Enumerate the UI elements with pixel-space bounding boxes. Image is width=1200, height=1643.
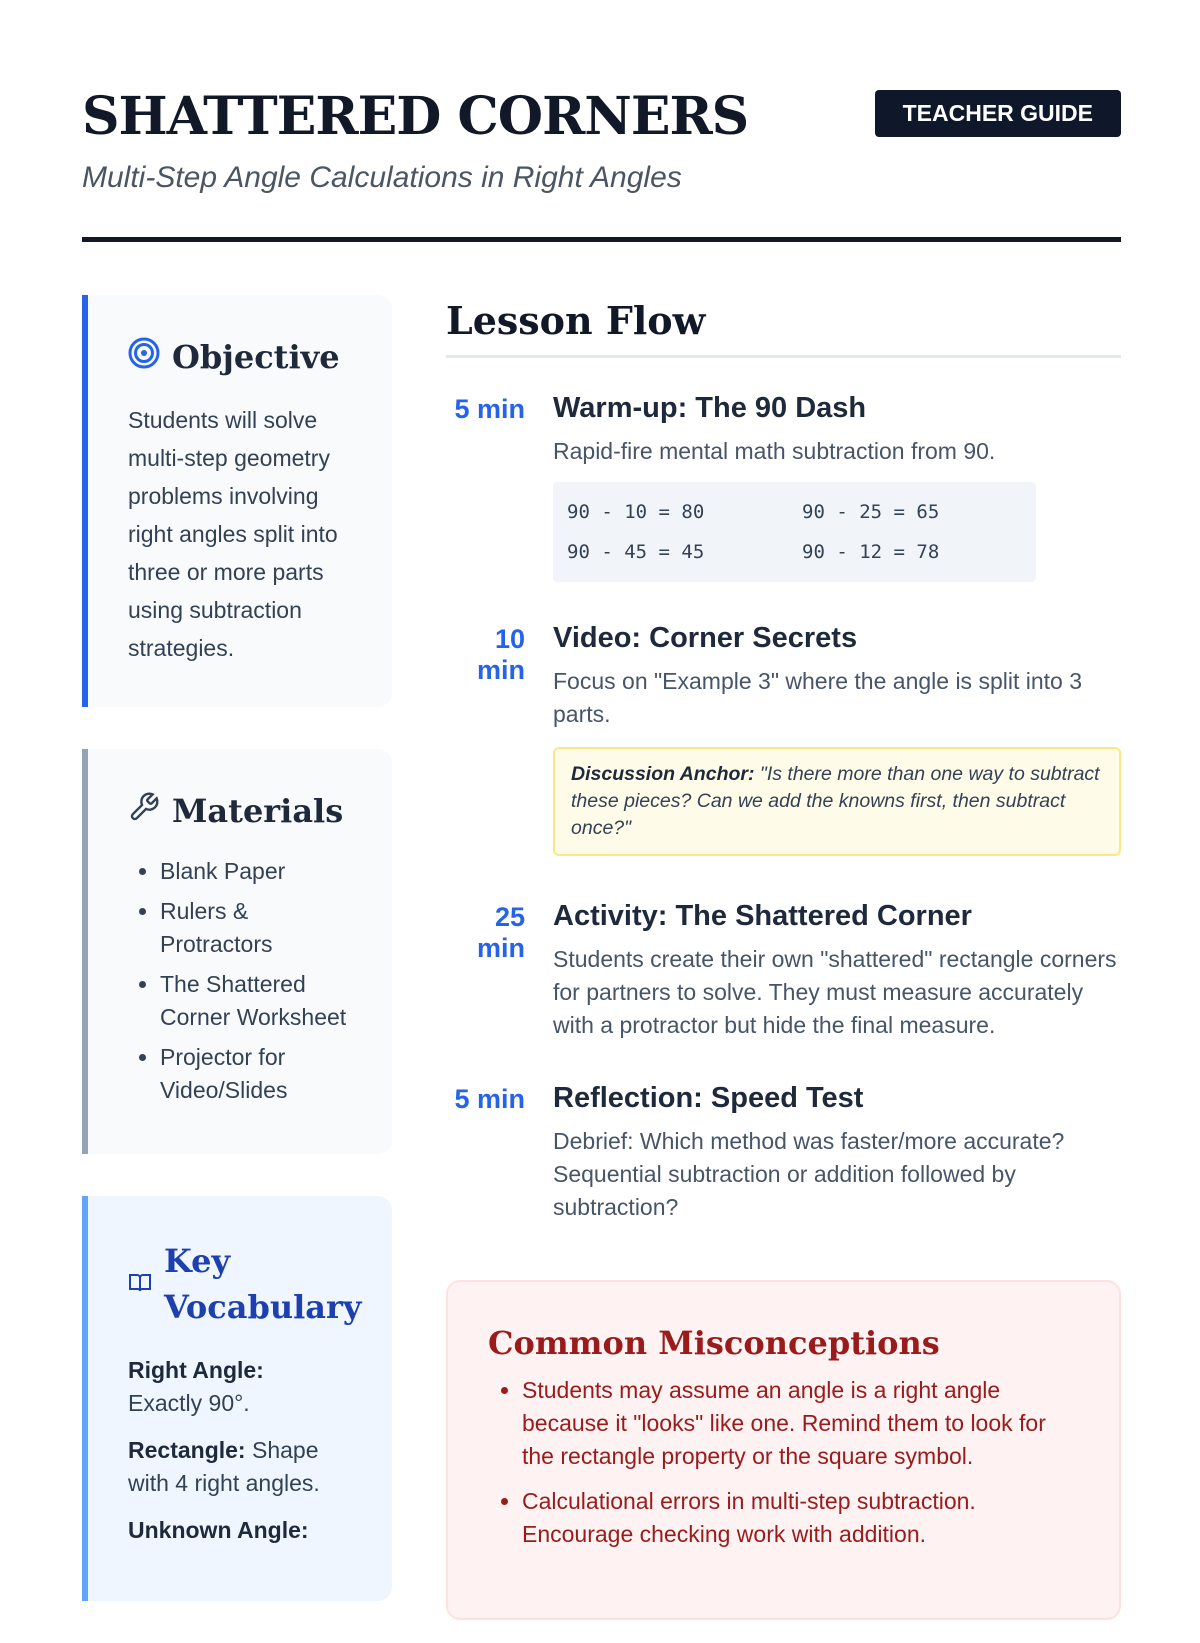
materials-title: Materials: [172, 792, 344, 830]
material-item: The Shattered Corner Worksheet: [160, 968, 362, 1034]
teacher-guide-badge: TEACHER GUIDE: [874, 90, 1121, 137]
step-time: 5 min: [454, 394, 525, 424]
step-time: 5 min: [454, 1084, 525, 1114]
sidebar: Objective Students will solve multi-step…: [82, 295, 392, 1643]
vocab-term: Unknown Angle:: [128, 1517, 309, 1543]
equation: 90 - 45 = 45: [567, 541, 705, 563]
objective-title: Objective: [172, 338, 340, 376]
equation: 90 - 10 = 80: [567, 501, 705, 523]
step-description: Students create their own "shattered" re…: [553, 946, 1117, 1038]
objective-card: Objective Students will solve multi-step…: [82, 295, 392, 707]
vocab-term: Rectangle: Shape with 4 right angles.: [128, 1437, 320, 1496]
main-content: Lesson Flow 5 min Warm-up: The 90 Dash R…: [446, 298, 1121, 1620]
wrench-icon: [128, 791, 160, 831]
step-title: Activity: The Shattered Corner: [553, 900, 972, 932]
step-title: Reflection: Speed Test: [553, 1082, 864, 1114]
vocabulary-card: Key Vocabulary Right Angle:Exactly 90°. …: [82, 1196, 392, 1601]
misconceptions-title: Common Misconceptions: [488, 1324, 940, 1362]
equations-box: 90 - 10 = 80 90 - 25 = 65 90 - 45 = 45 9…: [553, 482, 1036, 582]
lesson-step: 25 min Activity: The Shattered Corner St…: [446, 900, 1121, 1042]
step-description: Debrief: Which method was faster/more ac…: [553, 1128, 1065, 1220]
discussion-anchor: Discussion Anchor: "Is there more than o…: [553, 747, 1121, 856]
step-title: Warm-up: The 90 Dash: [553, 392, 867, 424]
objective-text: Students will solve multi-step geometry …: [128, 407, 338, 661]
misconception-item: Calculational errors in multi-step subtr…: [522, 1485, 1079, 1551]
lesson-step: 5 min Warm-up: The 90 Dash Rapid-fire me…: [446, 392, 1121, 582]
material-item: Rulers & Protractors: [160, 895, 362, 961]
lesson-step: 5 min Reflection: Speed Test Debrief: Wh…: [446, 1082, 1121, 1224]
vocab-term: Right Angle:Exactly 90°.: [128, 1357, 264, 1416]
page-subtitle: Multi-Step Angle Calculations in Right A…: [82, 161, 682, 194]
equation: 90 - 12 = 78: [802, 541, 940, 563]
page-title: SHATTERED CORNERS: [82, 86, 749, 147]
equation: 90 - 25 = 65: [802, 501, 940, 523]
misconception-item: Students may assume an angle is a right …: [522, 1374, 1079, 1473]
book-icon: [128, 1261, 152, 1307]
misconceptions-card: Common Misconceptions Students may assum…: [446, 1280, 1121, 1620]
materials-card: Materials Blank Paper Rulers & Protracto…: [82, 749, 392, 1154]
step-description: Rapid-fire mental math subtraction from …: [553, 438, 996, 464]
step-time: 10 min: [476, 624, 525, 685]
material-item: Blank Paper: [160, 855, 362, 888]
step-title: Video: Corner Secrets: [553, 622, 858, 654]
lesson-flow-title: Lesson Flow: [446, 298, 1121, 358]
target-icon: [128, 337, 160, 377]
page-header: SHATTERED CORNERS Multi-Step Angle Calcu…: [82, 82, 1121, 242]
material-item: Projector for Video/Slides: [160, 1041, 362, 1107]
step-time: 25 min: [476, 902, 525, 963]
vocabulary-title: Key Vocabulary: [164, 1242, 362, 1326]
step-description: Focus on "Example 3" where the angle is …: [553, 668, 1082, 727]
lesson-step: 10 min Video: Corner Secrets Focus on "E…: [446, 622, 1121, 856]
